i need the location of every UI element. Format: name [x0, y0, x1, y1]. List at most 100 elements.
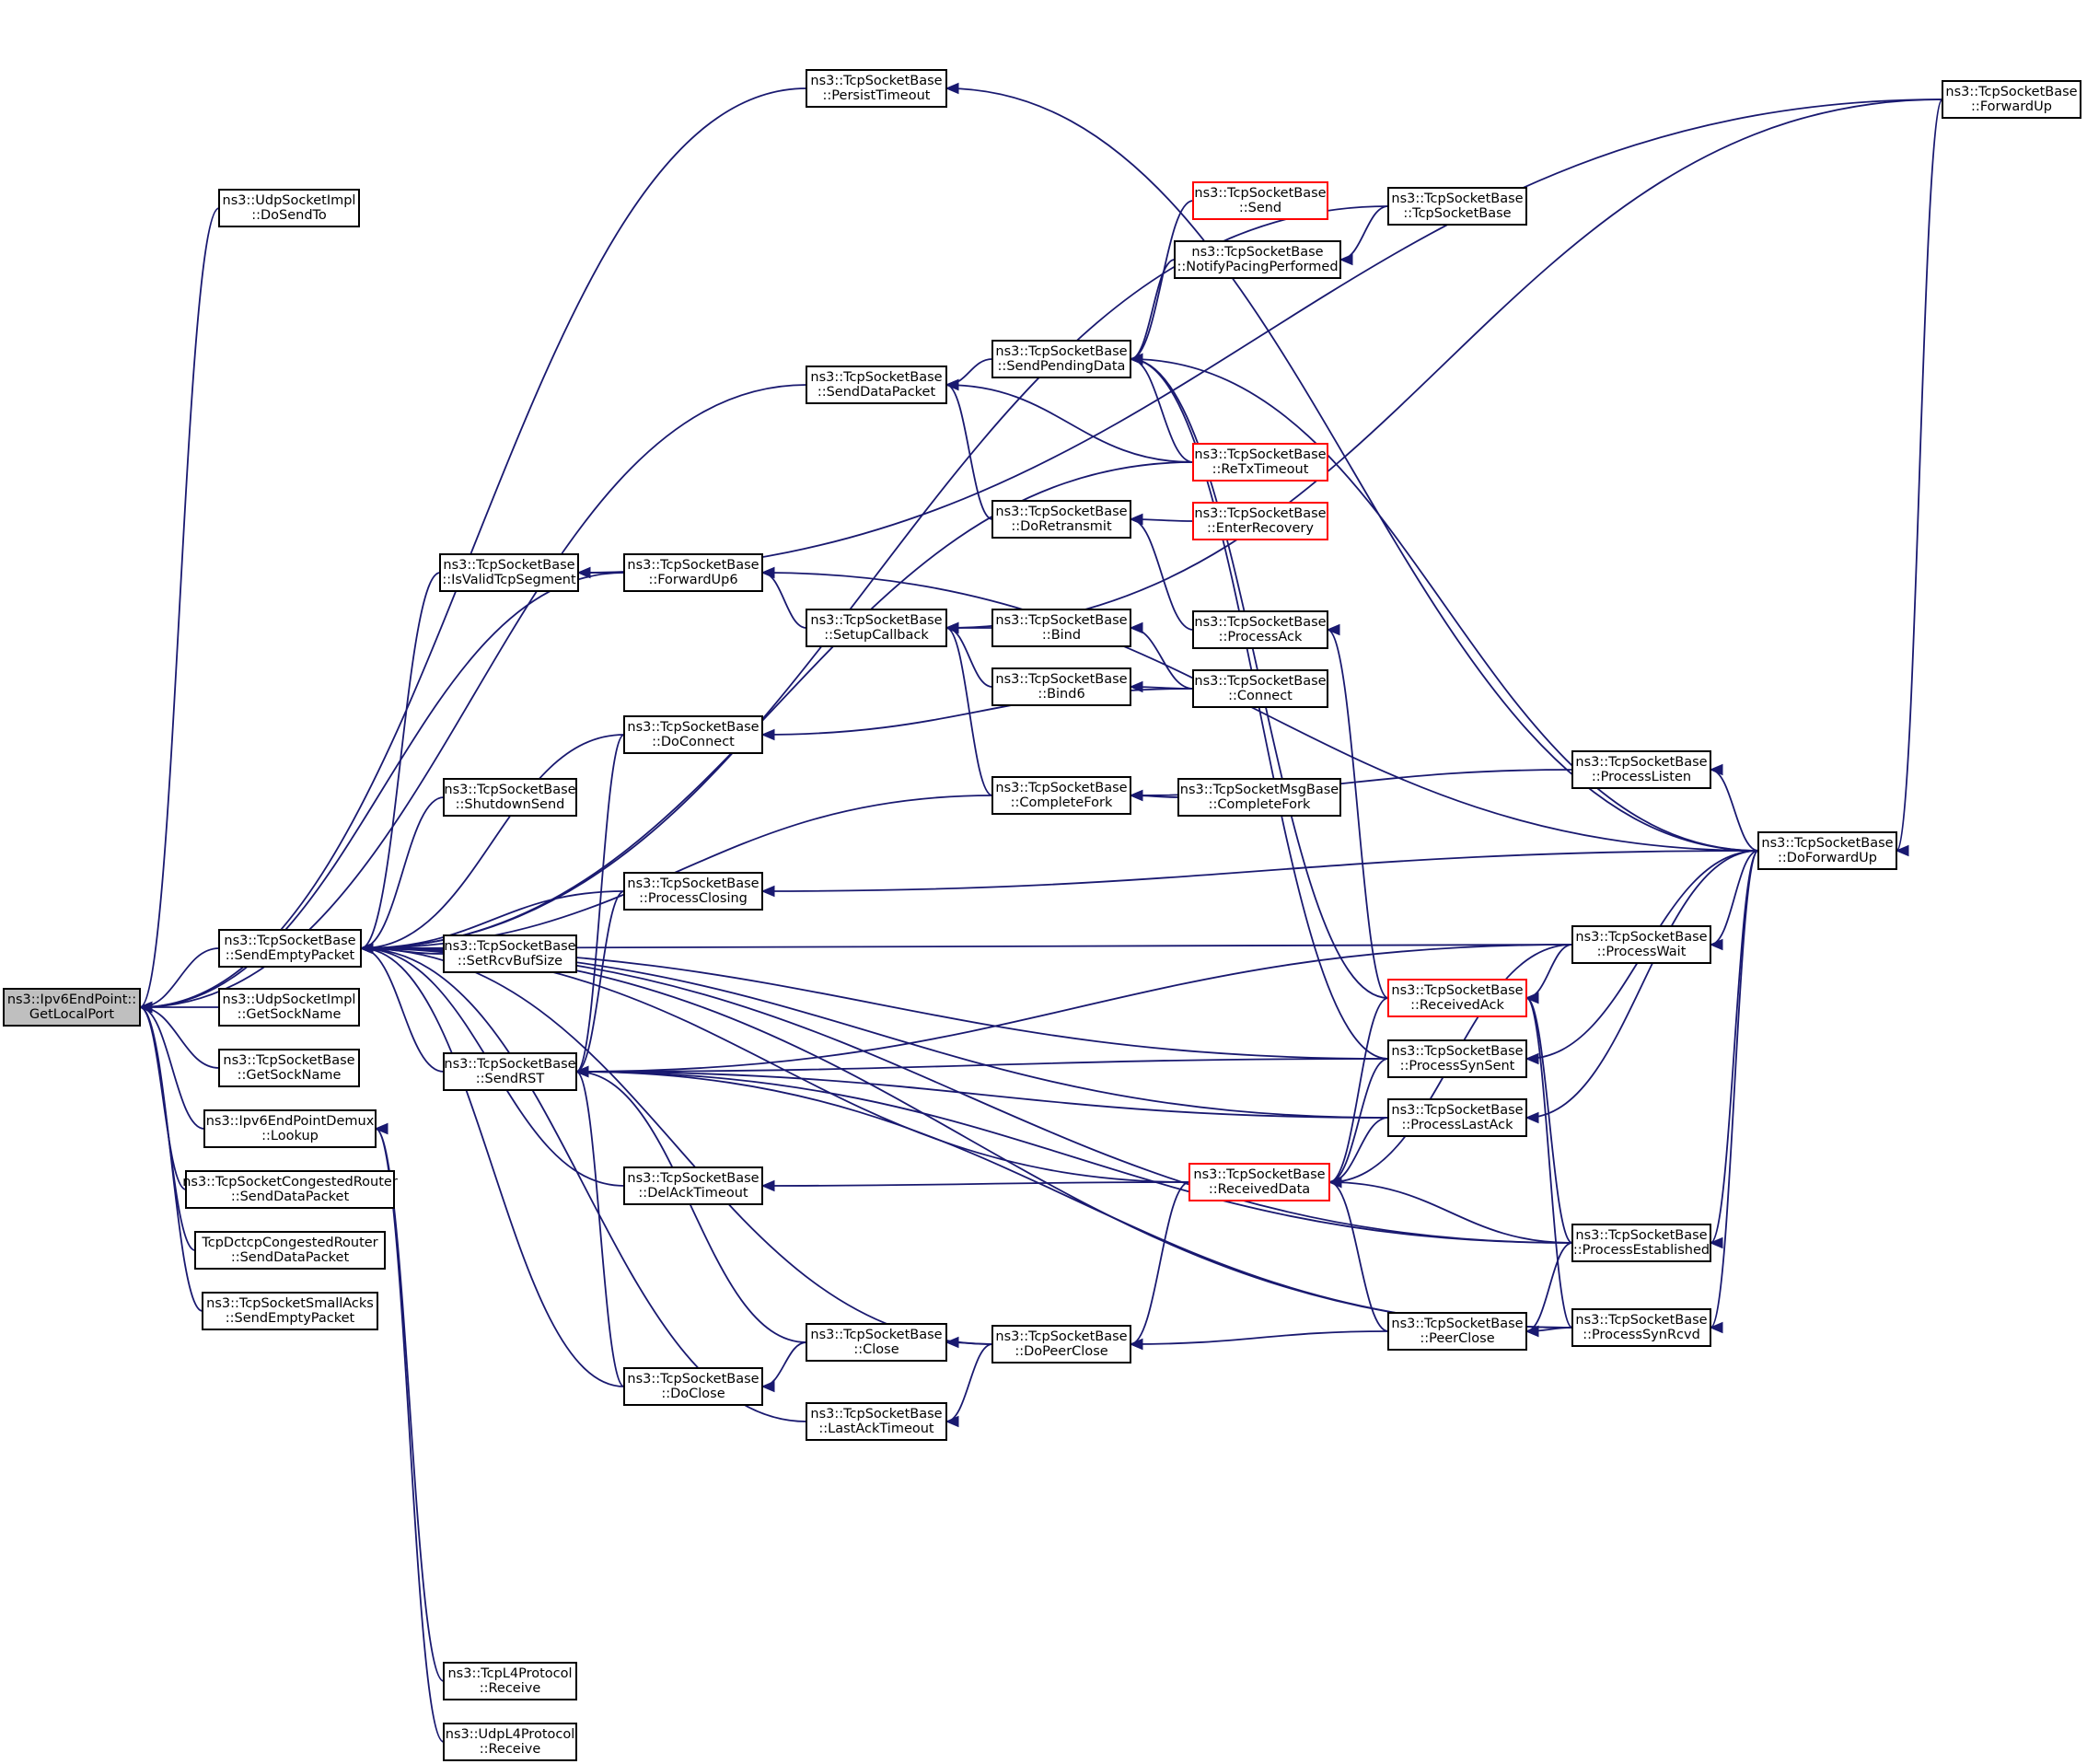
edge-line	[575, 1071, 1389, 1119]
node-box	[806, 609, 947, 647]
node-label: ::PersistTimeout	[823, 88, 931, 103]
node-sendpendingdata[interactable]: ns3::TcpSocketBase::SendPendingData	[991, 340, 1131, 378]
node-label: ns3::Ipv6EndPoint::	[7, 992, 136, 1007]
node-receivedack[interactable]: ns3::TcpSocketBase::ReceivedAck	[1387, 979, 1527, 1017]
node-box	[3, 988, 141, 1027]
node-forwardup6[interactable]: ns3::TcpSocketBase::ForwardUp6	[623, 553, 763, 592]
node-label: ns3::TcpSocketBase	[444, 783, 575, 797]
arrowhead	[1709, 1321, 1723, 1334]
edge-line	[945, 87, 1759, 852]
node-tcpsocketbase-ctor[interactable]: ns3::TcpSocketBase::TcpSocketBase	[1387, 187, 1527, 226]
node-doclose[interactable]: ns3::TcpSocketBase::DoClose	[623, 1367, 763, 1406]
node-sendemptypacket[interactable]: ns3::TcpSocketBase::SendEmptyPacket	[218, 929, 362, 968]
node-box	[1387, 979, 1527, 1017]
node-doretransmit[interactable]: ns3::TcpSocketBase::DoRetransmit	[991, 500, 1131, 539]
node-bind6[interactable]: ns3::TcpSocketBase::Bind6	[991, 667, 1131, 706]
node-doconnect[interactable]: ns3::TcpSocketBase::DoConnect	[623, 715, 763, 754]
node-udp-getsockname[interactable]: ns3::UdpSocketImpl::GetSockName	[218, 988, 360, 1027]
node-processlastack[interactable]: ns3::TcpSocketBase::ProcessLastAck	[1387, 1098, 1527, 1137]
edge-udp-dosendto-to-root	[138, 207, 220, 1014]
node-shutdownsend[interactable]: ns3::TcpSocketBase::ShutdownSend	[443, 778, 577, 817]
arrowhead	[945, 378, 959, 391]
node-label: ns3::TcpL4Protocol	[447, 1666, 572, 1681]
edge-line	[360, 947, 625, 1387]
edge-line	[575, 1071, 807, 1343]
nodes-layer: ns3::Ipv6EndPoint::GetLocalPort ns3::UdpS…	[3, 69, 2081, 1761]
node-tcpl4-receive[interactable]: ns3::TcpL4Protocol::Receive	[443, 1662, 577, 1700]
edge-receiveddata-to-dopeerclose	[1129, 1181, 1190, 1351]
node-label: ns3::TcpSocketBase	[810, 613, 942, 628]
node-isvalidtcpsegment[interactable]: ns3::TcpSocketBase::IsValidTcpSegment	[439, 553, 579, 592]
node-label: ns3::TcpSocketBase	[1391, 1317, 1523, 1331]
node-label: ::ForwardUp6	[648, 573, 737, 587]
node-tcp-getsockname[interactable]: ns3::TcpSocketBase::GetSockName	[218, 1049, 360, 1087]
node-label: ::ProcessEstablished	[1573, 1243, 1710, 1258]
node-persisttimeout[interactable]: ns3::TcpSocketBase::PersistTimeout	[806, 69, 947, 108]
node-processsynrcvd[interactable]: ns3::TcpSocketBase::ProcessSynRcvd	[1571, 1308, 1711, 1347]
node-udpl4-receive[interactable]: ns3::UdpL4Protocol::Receive	[443, 1723, 577, 1761]
arrowhead	[760, 885, 775, 898]
node-label: ::Connect	[1228, 689, 1293, 703]
node-peerclose[interactable]: ns3::TcpSocketBase::PeerClose	[1387, 1312, 1527, 1351]
node-receiveddata[interactable]: ns3::TcpSocketBase::ReceivedData	[1188, 1163, 1330, 1201]
edge-connect-to-bind	[1129, 621, 1194, 690]
edge-line	[1525, 997, 1573, 1244]
node-label: ns3::TcpSocketBase	[995, 505, 1127, 519]
node-connect[interactable]: ns3::TcpSocketBase::Connect	[1192, 669, 1328, 708]
node-processwait[interactable]: ns3::TcpSocketBase::ProcessWait	[1571, 925, 1711, 964]
arrowhead	[945, 82, 959, 95]
node-label: ns3::TcpSocketBase	[1193, 1167, 1325, 1182]
node-delacktimeout[interactable]: ns3::TcpSocketBase::DelAckTimeout	[623, 1166, 763, 1205]
node-udp-dosendto[interactable]: ns3::UdpSocketImpl::DoSendTo	[218, 189, 360, 227]
node-dopeerclose[interactable]: ns3::TcpSocketBase::DoPeerClose	[991, 1325, 1131, 1364]
node-box	[1387, 187, 1527, 226]
node-label: ::SendRST	[476, 1072, 545, 1086]
node-sendrst[interactable]: ns3::TcpSocketBase::SendRST	[443, 1052, 577, 1091]
node-send[interactable]: ns3::TcpSocketBase::Send	[1192, 181, 1328, 220]
node-enterrecovery[interactable]: ns3::TcpSocketBase::EnterRecovery	[1192, 502, 1328, 540]
node-completefork[interactable]: ns3::TcpSocketBase::CompleteFork	[991, 776, 1131, 815]
node-root[interactable]: ns3::Ipv6EndPoint::GetLocalPort	[3, 988, 141, 1027]
node-setrcvbufsize[interactable]: ns3::TcpSocketBase::SetRcvBufSize	[443, 934, 577, 973]
node-retxtimeout[interactable]: ns3::TcpSocketBase::ReTxTimeout	[1192, 443, 1328, 482]
node-setupcallback[interactable]: ns3::TcpSocketBase::SetupCallback	[806, 609, 947, 647]
node-label: ns3::TcpSocketBase	[223, 1053, 354, 1068]
node-lastacktimeout[interactable]: ns3::TcpSocketBase::LastAckTimeout	[806, 1402, 947, 1441]
node-msgbase-completefork[interactable]: ns3::TcpSocketMsgBase::CompleteFork	[1177, 778, 1341, 817]
node-processack[interactable]: ns3::TcpSocketBase::ProcessAck	[1192, 610, 1328, 649]
arrowhead	[1328, 1176, 1342, 1189]
node-forwardup[interactable]: ns3::TcpSocketBase::ForwardUp	[1942, 80, 2081, 119]
edge-forwardup-to-doforwardup	[1895, 99, 1943, 857]
edge-line	[945, 384, 993, 520]
node-processclosing[interactable]: ns3::TcpSocketBase::ProcessClosing	[623, 872, 763, 911]
node-box	[623, 1367, 763, 1406]
node-label: ns3::TcpSocketBase	[444, 1057, 575, 1072]
node-close[interactable]: ns3::TcpSocketBase::Close	[806, 1323, 947, 1362]
node-demux-lookup[interactable]: ns3::Ipv6EndPointDemux::Lookup	[203, 1109, 377, 1148]
node-label: ::ProcessClosing	[639, 891, 748, 906]
node-label: ns3::TcpSocketBase	[995, 344, 1127, 359]
node-notifypacing[interactable]: ns3::TcpSocketBase::NotifyPacingPerforme…	[1174, 240, 1341, 279]
node-processlisten[interactable]: ns3::TcpSocketBase::ProcessListen	[1571, 750, 1711, 789]
node-smallacks-sendempty[interactable]: ns3::TcpSocketSmallAcks::SendEmptyPacket	[202, 1292, 378, 1330]
edge-processestablished-to-receiveddata	[1328, 1176, 1573, 1244]
node-senddatapacket[interactable]: ns3::TcpSocketBase::SendDataPacket	[806, 366, 947, 404]
edge-line	[139, 1006, 205, 1130]
node-label: ns3::TcpSocketBase	[1391, 983, 1523, 998]
arrowhead	[1709, 1236, 1723, 1249]
node-congested-senddata[interactable]: ns3::TcpSocketCongestedRouter::SendDataP…	[182, 1170, 398, 1209]
node-label: ns3::TcpSocketBase	[1575, 1228, 1707, 1243]
edge-receivedack-to-receiveddata	[1328, 997, 1389, 1189]
node-label: ::ShutdownSend	[456, 797, 565, 812]
edge-receiveddata-to-delacktimeout	[760, 1179, 1190, 1192]
node-processsynsent[interactable]: ns3::TcpSocketBase::ProcessSynSent	[1387, 1039, 1527, 1078]
node-label: ::SendDataPacket	[817, 385, 936, 400]
node-label: ::DoSendTo	[251, 208, 327, 223]
node-label: ns3::TcpSocketSmallAcks	[206, 1296, 374, 1311]
node-processestablished[interactable]: ns3::TcpSocketBase::ProcessEstablished	[1571, 1224, 1711, 1262]
node-box	[1192, 669, 1328, 708]
node-dctcp-senddata[interactable]: TcpDctcpCongestedRouter::SendDataPacket	[194, 1231, 386, 1270]
node-label: ::ProcessAck	[1219, 630, 1303, 644]
node-bind[interactable]: ns3::TcpSocketBase::Bind	[991, 609, 1131, 647]
node-doforwardup[interactable]: ns3::TcpSocketBase::DoForwardUp	[1757, 831, 1897, 870]
